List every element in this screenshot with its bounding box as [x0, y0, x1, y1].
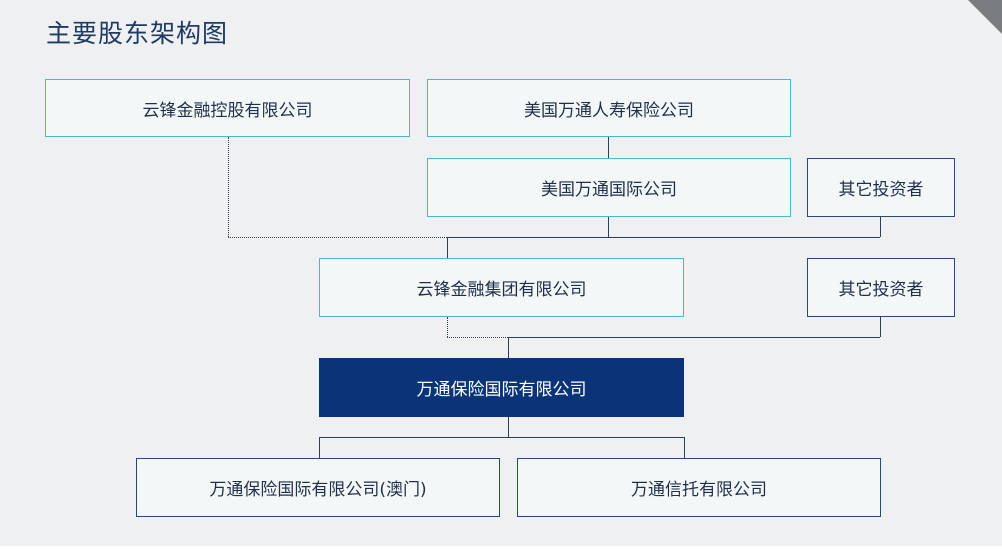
corner-decoration [968, 0, 1002, 34]
node-other-investors-1: 其它投资者 [807, 158, 955, 217]
connector-aia-life-to-international [608, 137, 609, 158]
connector-insurance-down [508, 417, 509, 437]
connector-holdings-dotted-down [228, 137, 229, 237]
connector-other2-down [880, 317, 881, 337]
connector-other1-down [880, 217, 881, 237]
connector-other2-across [508, 337, 880, 338]
node-other-investors-2: 其它投资者 [807, 258, 955, 317]
connector-holdings-dotted-across [228, 237, 447, 238]
connector-to-trust [684, 437, 685, 458]
node-aia-international: 美国万通国际公司 [427, 158, 791, 217]
node-yunfeng-group: 云锋金融集团有限公司 [319, 258, 684, 317]
connector-to-macau [319, 437, 320, 458]
connector-group-dotted-down [447, 317, 448, 337]
node-wantong-insurance: 万通保险国际有限公司 [319, 358, 684, 417]
node-wantong-trust: 万通信托有限公司 [517, 458, 881, 517]
connector-international-down [608, 217, 609, 237]
connector-subsidiaries-bar [319, 437, 684, 438]
connector-merge-to-group [447, 237, 448, 258]
connector-row2-merge [447, 237, 880, 238]
connector-group-dotted-across [447, 337, 508, 338]
node-yunfeng-holdings: 云锋金融控股有限公司 [45, 79, 410, 137]
node-aia-life: 美国万通人寿保险公司 [427, 79, 791, 137]
connector-to-wantong-insurance [508, 337, 509, 358]
page-title: 主要股东架构图 [46, 19, 229, 48]
node-wantong-macau: 万通保险国际有限公司(澳门) [136, 458, 500, 517]
